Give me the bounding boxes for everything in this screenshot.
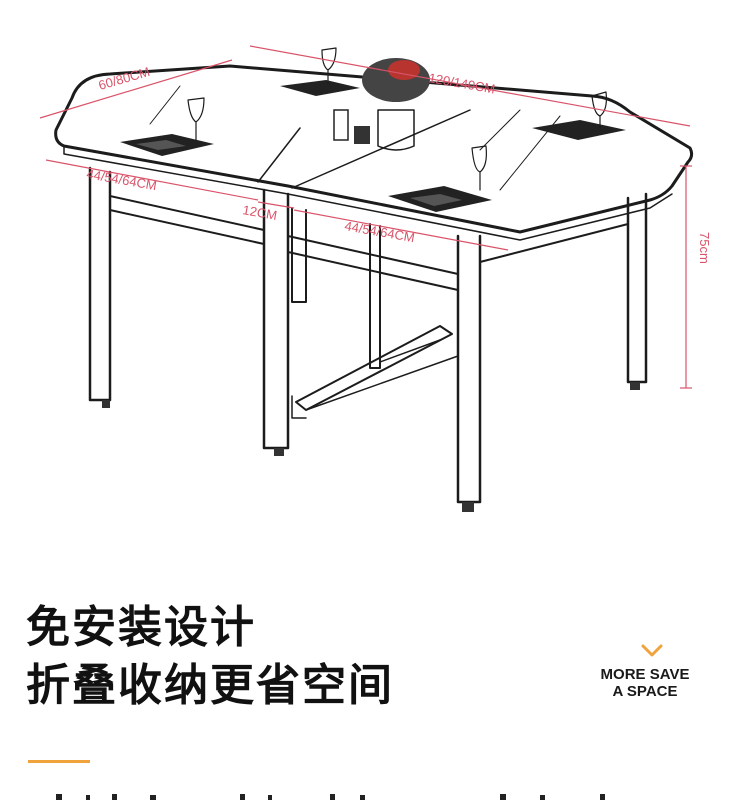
table-frame (88, 166, 648, 512)
accent-rule (28, 760, 90, 763)
dimension-lines (39, 45, 692, 389)
chevron-down-icon (641, 644, 663, 657)
slogan-line-2: A SPACE (612, 683, 678, 700)
dim-length: 120/140CM (427, 70, 496, 96)
centerpiece (333, 58, 430, 151)
slogan-line-1: MORE SAVE (600, 666, 690, 683)
dim-height: 75cm (697, 232, 712, 264)
table-illustration: 60/80CM 120/140CM 75cm 44/54/64CM 12CM 4… (39, 45, 712, 512)
cropped-bottom-text (56, 794, 605, 800)
dim-center: 12CM (241, 202, 278, 223)
table-top (54, 64, 694, 241)
headline-line-2: 折叠收纳更省空间 (26, 660, 394, 711)
dim-panel-left: 44/54/64CM (85, 166, 157, 193)
headline-line-1: 免安装设计 (26, 602, 256, 653)
dim-depth: 60/80CM (97, 64, 152, 93)
